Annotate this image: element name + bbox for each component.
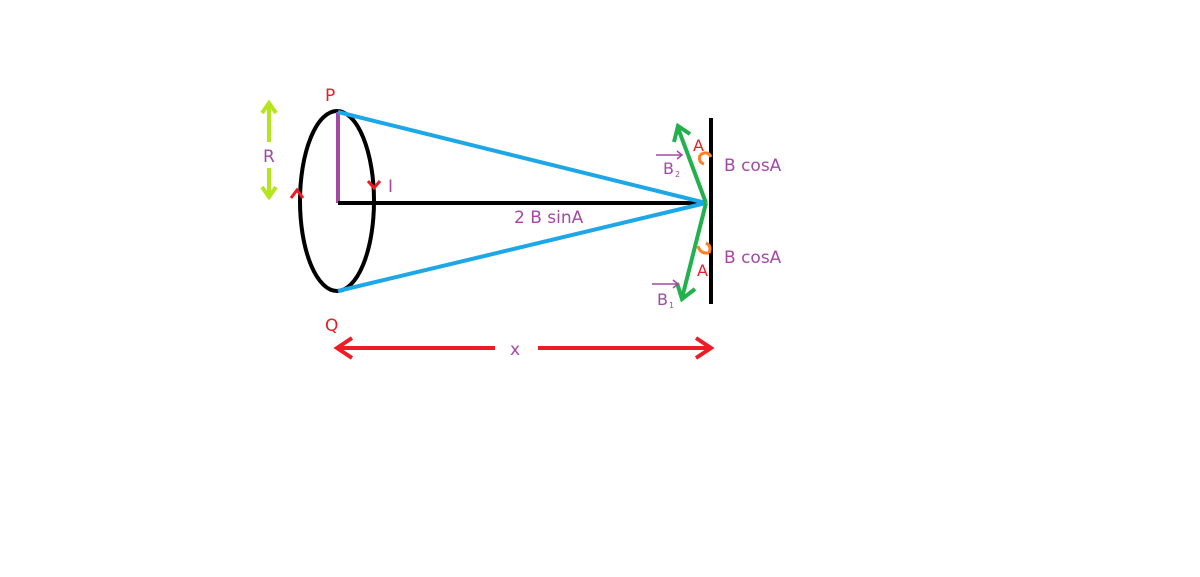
current-arrow-left: [289, 187, 305, 199]
field-vector-b2-arrowhead: [672, 122, 692, 143]
line-p-to-point: [337, 110, 707, 205]
distance-arrow-left: [333, 336, 354, 360]
current-arrow-right: [366, 180, 382, 191]
b2-vector-head: [676, 150, 684, 160]
label-b1-subscript: 1: [669, 301, 674, 310]
label-two-b-sin-a: 2 B sinA: [514, 208, 584, 228]
label-b-cos-a-bottom: B cosA: [724, 248, 782, 268]
field-vector-b1: [680, 202, 708, 299]
b1-vector-head: [672, 279, 680, 289]
label-q: Q: [325, 316, 338, 336]
label-distance-x: x: [510, 340, 520, 360]
label-b2: B: [663, 159, 674, 178]
radius-label-gap: [262, 142, 276, 168]
label-angle-top: A: [693, 136, 704, 155]
label-p: P: [325, 86, 335, 106]
radius-dimension-arrow-top: [260, 99, 278, 115]
distance-arrow-right: [694, 336, 715, 360]
line-q-to-point: [337, 201, 707, 293]
label-b2-subscript: 2: [675, 170, 680, 179]
field-vector-b2: [676, 127, 708, 204]
label-current-i: I: [388, 177, 393, 197]
radius-dimension-arrow-bottom: [260, 185, 278, 201]
angle-mark-top: [698, 151, 713, 166]
label-b1: B: [657, 290, 668, 309]
label-b-cos-a-top: B cosA: [724, 156, 782, 176]
angle-mark-bottom: [696, 241, 712, 255]
label-angle-bottom: A: [697, 261, 708, 280]
label-r: R: [263, 147, 275, 167]
field-vector-b1-arrowhead: [675, 282, 697, 303]
